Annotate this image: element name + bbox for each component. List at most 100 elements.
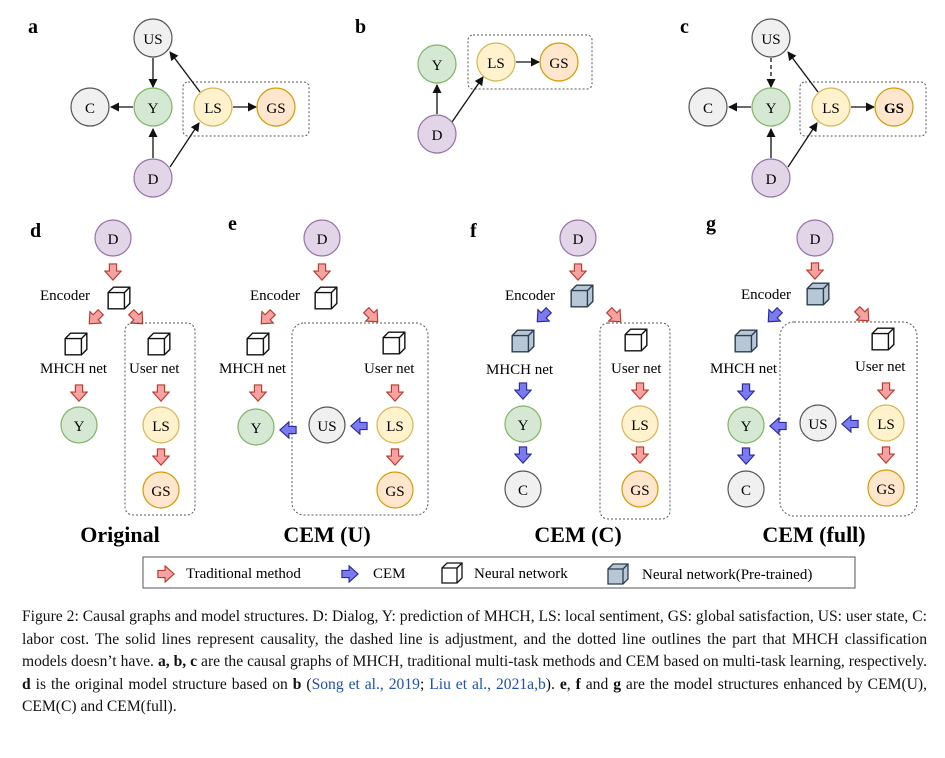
caption-bold: a, b, c xyxy=(157,653,198,670)
neural-network-icon xyxy=(314,286,338,310)
citation-link[interactable]: Song et al., 2019 xyxy=(311,675,420,693)
caption-bold: g xyxy=(613,675,621,693)
node-d-label: D xyxy=(573,232,584,248)
node-y-label: Y xyxy=(74,419,85,435)
red-arrow-icon xyxy=(877,446,895,464)
red-arrow-icon xyxy=(359,303,385,329)
node-us-label: US xyxy=(143,32,162,48)
node-d-label: D xyxy=(317,232,328,248)
encoder-label: Encoder xyxy=(741,287,791,303)
node-d-label: D xyxy=(810,232,821,248)
red-arrow-icon xyxy=(82,305,108,331)
panel-letter-g: g xyxy=(706,213,716,235)
red-arrow-icon xyxy=(850,302,876,328)
node-ls xyxy=(476,42,516,82)
node-ls xyxy=(142,406,180,444)
node-y-label: Y xyxy=(148,101,159,117)
node-ls-label: LS xyxy=(877,417,895,433)
node-ls-label: LS xyxy=(386,419,404,435)
figure-diagram: a US C Y LS GS D b Y LS GS D xyxy=(28,16,927,589)
red-arrow-icon xyxy=(249,384,267,402)
node-d xyxy=(133,158,173,198)
dotted-outline xyxy=(599,322,671,520)
node-d-label: D xyxy=(432,128,443,144)
panel-letter-a: a xyxy=(28,16,38,38)
node-d-label: D xyxy=(148,172,159,188)
panel-title-cem-full: CEM (full) xyxy=(762,522,865,547)
caption-bold: f xyxy=(575,675,581,693)
pretrained-network-icon xyxy=(734,329,758,353)
node-gs-label: GS xyxy=(884,101,904,117)
caption-bold: e xyxy=(559,675,567,693)
red-arrow-icon xyxy=(152,384,170,402)
blue-arrow-icon xyxy=(737,447,755,465)
node-us xyxy=(308,406,346,444)
red-arrow-icon xyxy=(877,382,895,400)
figure-caption: Figure 2: Causal graphs and model struct… xyxy=(22,606,927,719)
node-c-label: C xyxy=(518,483,528,499)
node-us-label: US xyxy=(317,419,336,435)
pretrained-network-icon xyxy=(511,329,535,353)
citation-link[interactable]: Liu et al., 2021a,b xyxy=(429,675,546,693)
node-gs xyxy=(539,42,579,82)
panel-title-cem-u: CEM (U) xyxy=(283,522,370,547)
blue-arrow-icon xyxy=(514,446,532,464)
red-arrow-icon xyxy=(386,384,404,402)
encoder-label: Encoder xyxy=(250,288,300,304)
node-y-label: Y xyxy=(766,101,777,117)
node-us xyxy=(133,18,173,58)
node-y xyxy=(751,87,791,127)
red-arrow-icon xyxy=(152,448,170,466)
node-y xyxy=(417,44,457,84)
node-ls-label: LS xyxy=(204,101,222,117)
node-ls xyxy=(811,87,851,127)
node-gs-label: GS xyxy=(549,56,568,72)
node-gs-label: GS xyxy=(151,484,170,500)
panel-e: e D Encoder MHCH net User net Y US LS GS… xyxy=(219,213,429,547)
blue-arrow-icon xyxy=(841,415,859,433)
caption-text: ). xyxy=(545,675,560,693)
node-ls xyxy=(193,87,233,127)
legend: Traditional method CEM Neural network Ne… xyxy=(142,556,856,589)
mhch-net-label: MHCH net xyxy=(486,362,554,378)
neural-network-icon xyxy=(382,331,406,355)
legend-nn-pretrained-label: Neural network(Pre-trained) xyxy=(642,567,812,583)
panel-a: a US C Y LS GS D xyxy=(28,16,310,198)
node-y xyxy=(504,405,542,443)
neural-network-icon xyxy=(107,286,131,310)
node-y-label: Y xyxy=(518,418,529,434)
dotted-outline xyxy=(799,81,927,137)
panel-c: c US C Y LS GS D xyxy=(680,16,927,198)
edge-d-ls xyxy=(451,76,484,123)
panel-letter-f: f xyxy=(470,220,477,242)
node-ls xyxy=(376,406,414,444)
user-net-label: User net xyxy=(855,359,906,375)
node-d xyxy=(559,219,597,257)
legend-box xyxy=(142,556,856,589)
red-arrow-icon xyxy=(70,384,88,402)
legend-pretrained-network-icon xyxy=(607,563,629,585)
node-gs xyxy=(142,471,180,509)
node-d xyxy=(796,219,834,257)
node-us xyxy=(751,18,791,58)
dotted-outline xyxy=(182,81,310,137)
panel-letter-b: b xyxy=(355,16,366,38)
edge-d-ls xyxy=(169,122,200,168)
caption-bold: b xyxy=(292,675,302,693)
node-ls xyxy=(867,404,905,442)
red-arrow-icon xyxy=(313,263,331,281)
caption-text: are the causal graphs of MHCH, tradition… xyxy=(197,653,927,670)
blue-arrow-icon xyxy=(530,303,556,329)
panel-f: f D Encoder MHCH net User net Y LS C GS … xyxy=(470,219,671,547)
node-d xyxy=(303,219,341,257)
panel-g: g D Encoder MHCH net User net Y US LS C … xyxy=(706,213,918,547)
dotted-outline xyxy=(467,34,593,90)
caption-text: ; xyxy=(419,675,430,693)
panel-letter-d: d xyxy=(30,220,41,242)
mhch-net-label: MHCH net xyxy=(219,361,287,377)
caption-text: Figure 2: Causal graphs and model struct… xyxy=(22,608,927,670)
dotted-outline xyxy=(779,321,918,517)
node-c xyxy=(504,470,542,508)
blue-arrow-icon xyxy=(769,417,787,435)
node-us-label: US xyxy=(761,32,780,48)
